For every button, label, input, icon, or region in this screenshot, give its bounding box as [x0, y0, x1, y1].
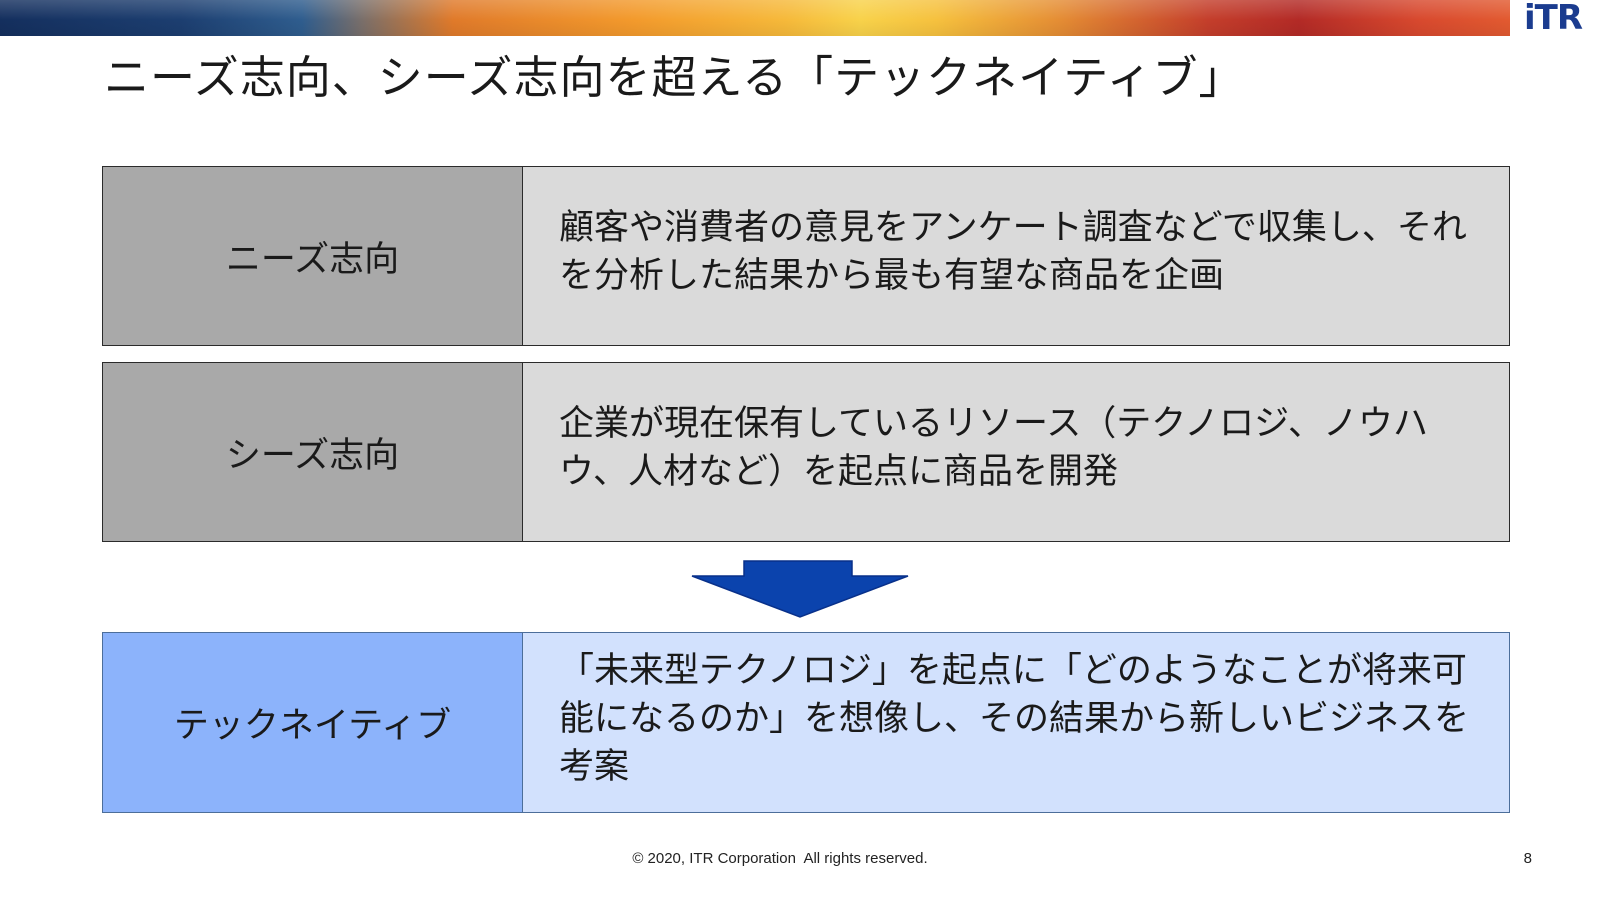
- page-number: 8: [1523, 850, 1532, 867]
- slide-title: ニーズ志向、シーズ志向を超える「テックネイティブ」: [104, 51, 1245, 104]
- needs-oriented-description: 顧客や消費者の意見をアンケート調査などで収集し、それを分析した結果から最も有望な…: [523, 167, 1509, 345]
- needs-oriented-description-text: 顧客や消費者の意見をアンケート調査などで収集し、それを分析した結果から最も有望な…: [559, 208, 1467, 296]
- seeds-oriented-description: 企業が現在保有しているリソース（テクノロジ、ノウハウ、人材など）を起点に商品を開…: [523, 363, 1509, 541]
- needs-oriented-label: ニーズ志向: [103, 167, 523, 345]
- copyright-text: © 2020, ITR Corporation All rights reser…: [632, 850, 928, 867]
- itr-logo: iTR: [1523, 0, 1583, 38]
- seeds-oriented-label: シーズ志向: [103, 363, 523, 541]
- tech-native-description: 「未来型テクノロジ」を起点に「どのようなことが将来可能になるのか」を想像し、その…: [523, 633, 1509, 812]
- seeds-oriented-row: シーズ志向 企業が現在保有しているリソース（テクノロジ、ノウハウ、人材など）を起…: [102, 362, 1510, 542]
- needs-oriented-row: ニーズ志向 顧客や消費者の意見をアンケート調査などで収集し、それを分析した結果か…: [102, 166, 1510, 346]
- tech-native-description-text: 「未来型テクノロジ」を起点に「どのようなことが将来可能になるのか」を想像し、その…: [559, 650, 1470, 787]
- seeds-oriented-description-text: 企業が現在保有しているリソース（テクノロジ、ノウハウ、人材など）を起点に商品を開…: [559, 404, 1429, 492]
- header-gradient-bar: [0, 0, 1510, 36]
- tech-native-row: テックネイティブ 「未来型テクノロジ」を起点に「どのようなことが将来可能になるの…: [102, 632, 1510, 813]
- tech-native-label: テックネイティブ: [103, 633, 523, 812]
- down-arrow-icon: [691, 560, 909, 618]
- header-gradient-shine: [0, 0, 1510, 36]
